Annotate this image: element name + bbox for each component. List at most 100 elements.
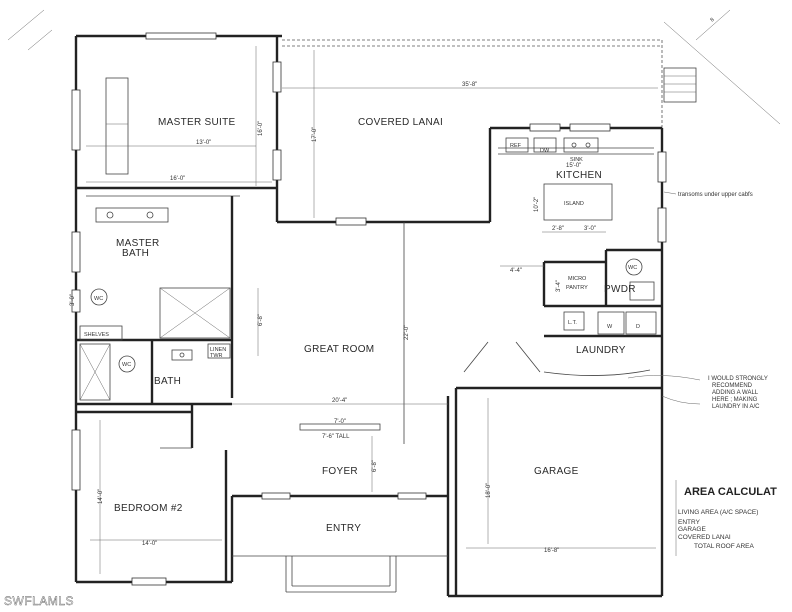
area-calc-total: TOTAL ROOF AREA xyxy=(694,543,755,550)
dim-island-left: 2'-8" xyxy=(552,226,564,232)
dim-hall: 6'-8" xyxy=(258,314,264,326)
window-suite-right xyxy=(272,61,282,93)
window-suite-left xyxy=(71,89,81,151)
room-garage: GARAGE xyxy=(534,466,579,477)
kitchen-sink xyxy=(563,137,599,153)
note-laundry: I WOULD STRONGLY RECOMMEND ADDING A WALL… xyxy=(627,375,768,410)
steps-right xyxy=(663,9,781,125)
note-laundry-line-1: I WOULD STRONGLY xyxy=(708,376,768,382)
label-twr: TWR xyxy=(210,353,223,359)
dim-foyer-depth: 6'-8" xyxy=(372,460,378,472)
pwdr-vanity xyxy=(629,281,655,301)
window-kitchen-right-2 xyxy=(657,207,667,243)
label-laundry-tub: L.T. xyxy=(568,320,577,326)
dimension-lines xyxy=(86,46,658,574)
room-laundry: LAUNDRY xyxy=(576,345,626,356)
note-laundry-line-5: LAUNDRY IN A/C xyxy=(712,404,760,410)
bed-headboard xyxy=(105,77,129,175)
note-transom: transoms under upper cabfs xyxy=(678,192,753,198)
toilet-icon-2 xyxy=(118,355,136,373)
room-micro-pantry-2: PANTRY xyxy=(566,285,588,291)
dim-side-tag: 3'-0" xyxy=(70,294,76,306)
room-bath: BATH xyxy=(154,376,181,387)
dim-suite-depth: 16'-0" xyxy=(258,121,264,136)
corner-mark-label: 8 xyxy=(709,17,715,24)
room-covered-lanai: COVERED LANAI xyxy=(358,117,443,128)
toilet-icon xyxy=(90,288,108,306)
room-foyer: FOYER xyxy=(322,466,358,477)
sink-icon xyxy=(106,211,114,219)
room-island: ISLAND xyxy=(564,201,584,207)
area-calc-living: LIVING AREA (A/C SPACE) xyxy=(678,509,758,516)
dim-pantry-depth: 3'-4" xyxy=(556,280,562,292)
bath-sink xyxy=(171,349,193,361)
note-laundry-line-3: ADDING A WALL xyxy=(712,390,759,396)
room-master-bath-1: MASTER xyxy=(116,238,159,249)
dim-sink-run: 15'-0" xyxy=(566,163,581,169)
note-laundry-line-4: HERE ; MAKING xyxy=(712,397,758,403)
room-master-suite: MASTER SUITE xyxy=(158,117,236,128)
dim-island-right: 3'-0" xyxy=(584,226,596,232)
dim-lanai-width: 35'-8" xyxy=(462,82,477,88)
label-wc-bath: WC xyxy=(122,362,131,368)
window-bedroom-bottom xyxy=(131,577,167,586)
area-calculation: AREA CALCULAT LIVING AREA (A/C SPACE) EN… xyxy=(675,480,777,556)
window-bedroom-left xyxy=(71,429,81,491)
dim-foyer-tall: 7'-6" TALL xyxy=(322,434,350,440)
sink-icon-2 xyxy=(146,211,154,219)
window-bath-left xyxy=(71,231,81,273)
window-bath-left-2 xyxy=(71,289,81,313)
dim-kitchen-offset: 4'-4" xyxy=(510,268,522,274)
room-bedroom-2: BEDROOM #2 xyxy=(114,503,183,514)
vanity xyxy=(95,207,169,223)
label-dryer: D xyxy=(636,324,640,330)
windows xyxy=(71,32,667,586)
window-entry-2 xyxy=(397,492,427,500)
dim-suite-width: 16'-0" xyxy=(170,176,185,182)
area-calc-lanai: COVERED LANAI xyxy=(678,534,731,541)
fixtures xyxy=(95,77,655,361)
label-linen: LINEN xyxy=(210,347,226,353)
room-entry: ENTRY xyxy=(326,523,361,534)
room-pwdr: PWDR xyxy=(604,284,636,295)
dim-bedroom-width: 14'-0" xyxy=(142,541,157,547)
dim-great-room-width: 20'-4" xyxy=(332,398,347,404)
refrigerator xyxy=(505,137,529,153)
toilet-icon-3 xyxy=(625,258,643,276)
note-laundry-line-2: RECOMMEND xyxy=(712,383,753,389)
dim-bedroom-depth: 14'-0" xyxy=(98,489,104,504)
dishwasher xyxy=(533,137,557,153)
window-kitchen-right xyxy=(657,151,667,183)
dim-foyer-opening: 7'-0" xyxy=(334,419,346,425)
label-sink: SINK xyxy=(570,157,583,163)
room-kitchen: KITCHEN xyxy=(556,170,602,181)
dim-garage-depth: 18'-0" xyxy=(486,483,492,498)
area-calc-title: AREA CALCULAT xyxy=(684,486,777,498)
window-lanai-slider xyxy=(335,217,367,226)
window-kitchen-top-2 xyxy=(569,123,611,132)
dim-suite-width-inner: 13'-0" xyxy=(196,140,211,146)
dim-kitchen-depth: 10'-2" xyxy=(534,197,540,212)
window-suite-top xyxy=(145,32,217,40)
dim-lanai-depth: 17'-0" xyxy=(312,127,318,142)
room-master-bath-2: BATH xyxy=(122,248,149,259)
label-shelves: SHELVES xyxy=(84,332,109,338)
area-calc-garage: GARAGE xyxy=(678,526,706,533)
watermark: SWFLAMLS xyxy=(4,594,74,608)
label-ref: REF xyxy=(510,143,522,149)
window-kitchen-top xyxy=(529,123,561,132)
dim-garage-width: 16'-8" xyxy=(544,548,559,554)
interior-walls xyxy=(76,147,662,582)
dim-great-room-depth: 22'-0" xyxy=(404,325,410,340)
window-suite-right-2 xyxy=(272,149,282,181)
room-great-room: GREAT ROOM xyxy=(304,344,374,355)
label-wc-pwdr: WC xyxy=(628,265,637,271)
window-entry-1 xyxy=(261,492,291,500)
area-calc-entry: ENTRY xyxy=(678,519,701,526)
label-wc-master: WC xyxy=(94,296,103,302)
corner-mark-top-left xyxy=(7,9,53,51)
label-dw: DW xyxy=(540,148,550,154)
room-micro-pantry-1: MICRO xyxy=(568,276,587,282)
label-washer: W xyxy=(607,324,613,330)
